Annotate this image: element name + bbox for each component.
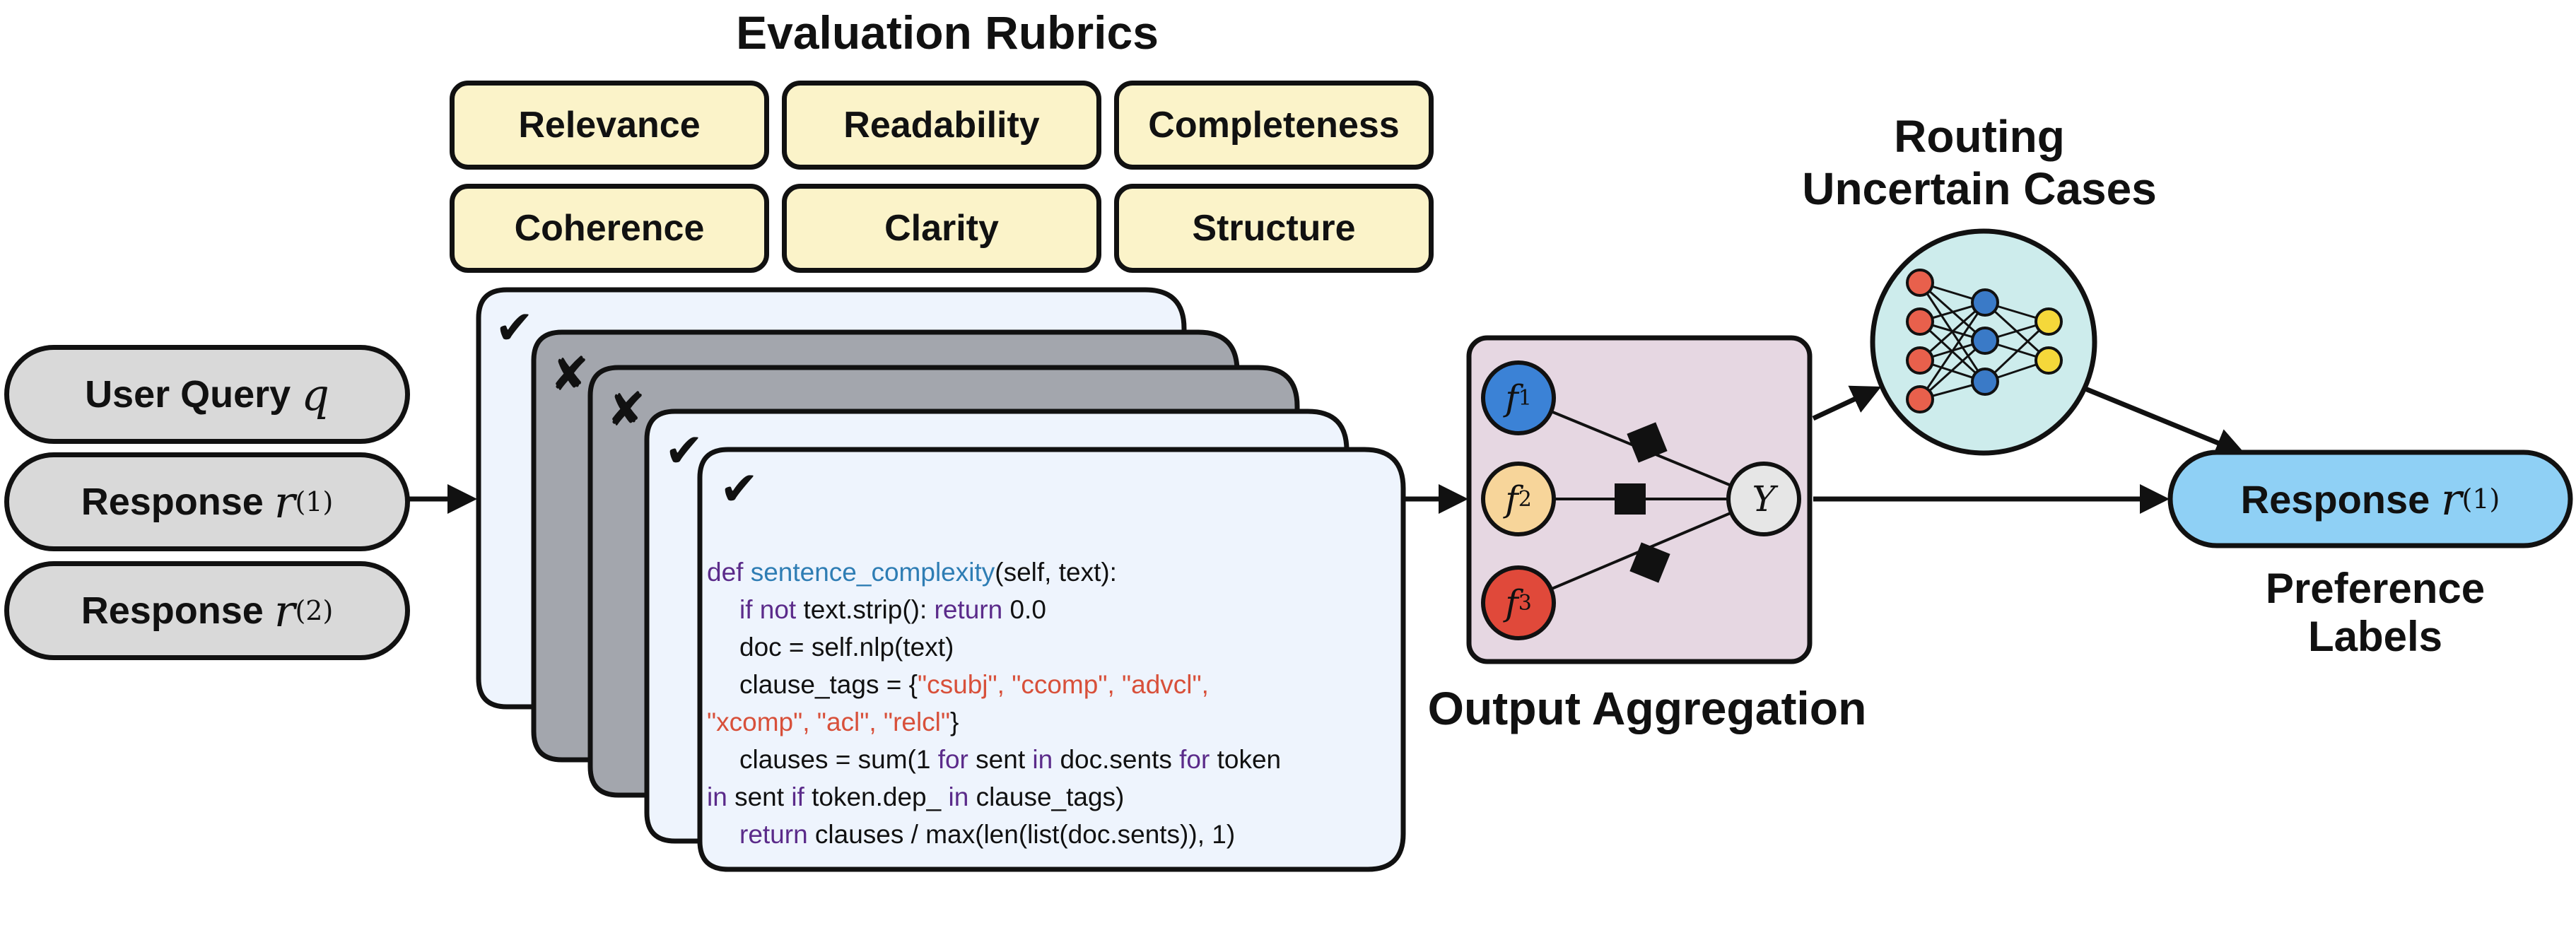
output-pill-label: Response r(1) bbox=[2240, 473, 2500, 525]
response-2-pill: Response r(2) bbox=[4, 561, 410, 660]
nn-edge bbox=[1919, 339, 1986, 401]
code-line-4: clause_tags = {"csubj", "ccomp", "advcl"… bbox=[739, 670, 1209, 699]
card-4-check-icon: ✔ bbox=[665, 424, 704, 476]
node-y-circle bbox=[1726, 462, 1801, 536]
nn-edge bbox=[1919, 302, 1986, 400]
aggregation-title: Output Aggregation bbox=[1427, 682, 1867, 734]
rubric-completeness: Completeness bbox=[1114, 81, 1434, 170]
card-3-cross-icon: ✘ bbox=[607, 383, 646, 435]
code-line-3: doc = self.nlp(text) bbox=[739, 633, 954, 662]
code-line-8: return clauses / max(len(list(doc.sents)… bbox=[739, 820, 1236, 849]
nn-node-layer-1 bbox=[1906, 269, 1934, 297]
nn-node-layer-2 bbox=[1971, 327, 1999, 355]
code-line-5: "xcomp", "acl", "relcl"} bbox=[707, 707, 959, 736]
rubric-relevance: Relevance bbox=[450, 81, 769, 170]
routing-title-line1: Routing bbox=[1894, 111, 2065, 162]
pipeline-diagram bbox=[406, 228, 2573, 872]
output-pill bbox=[2167, 450, 2573, 548]
code-snippet: def sentence_complexity(self, text): if n… bbox=[707, 516, 1396, 849]
rubric-structure: Structure bbox=[1114, 184, 1434, 273]
routing-title-line2: Uncertain Cases bbox=[1802, 163, 2157, 214]
nn-node-layer-1 bbox=[1906, 385, 1934, 413]
code-line-6: clauses = sum(1 for sent in doc.sents fo… bbox=[739, 745, 1282, 774]
rubric-coherence: Coherence bbox=[450, 184, 769, 273]
nn-node-layer-1 bbox=[1906, 307, 1934, 336]
user-query-pill: User Query q bbox=[4, 345, 410, 444]
nn-node-layer-3 bbox=[2035, 307, 2063, 336]
nn-node-layer-2 bbox=[1971, 288, 1999, 317]
card-1-check-icon: ✔ bbox=[495, 301, 534, 353]
nn-edge bbox=[1984, 320, 2050, 383]
to-routing-arrow bbox=[1812, 385, 1882, 421]
nn-node-layer-2 bbox=[1971, 368, 1999, 396]
response-1-pill: Response r(1) bbox=[4, 452, 410, 551]
factor-square-2 bbox=[1615, 483, 1646, 515]
code-line-7: in sent if token.dep_ in clause_tags) bbox=[707, 782, 1125, 811]
nn-node-layer-1 bbox=[1906, 346, 1934, 375]
node-f2-circle bbox=[1481, 462, 1556, 536]
routing-to-output-arrow bbox=[2077, 383, 2246, 457]
code-line-1: def sentence_complexity(self, text): bbox=[707, 558, 1117, 587]
node-f3-circle bbox=[1481, 565, 1556, 640]
node-f1-circle bbox=[1481, 360, 1556, 435]
factor-square-3 bbox=[1629, 542, 1670, 583]
code-line-2: if not text.strip(): return 0.0 bbox=[739, 595, 1046, 624]
rubrics-title: Evaluation Rubrics bbox=[736, 6, 1159, 59]
rubric-readability: Readability bbox=[782, 81, 1101, 170]
nn-edge bbox=[1919, 301, 1986, 362]
nn-node-layer-3 bbox=[2035, 346, 2063, 375]
rubric-clarity: Clarity bbox=[782, 184, 1101, 273]
card-5-check-icon: ✔ bbox=[720, 462, 759, 515]
node-y-label: Y bbox=[1752, 478, 1776, 519]
card-2-cross-icon: ✘ bbox=[550, 348, 590, 400]
factor-square-1 bbox=[1627, 422, 1668, 463]
card-5 bbox=[697, 447, 1406, 872]
output-caption-line2: Labels bbox=[2307, 613, 2443, 660]
output-caption-line1: Preference bbox=[2265, 565, 2486, 612]
